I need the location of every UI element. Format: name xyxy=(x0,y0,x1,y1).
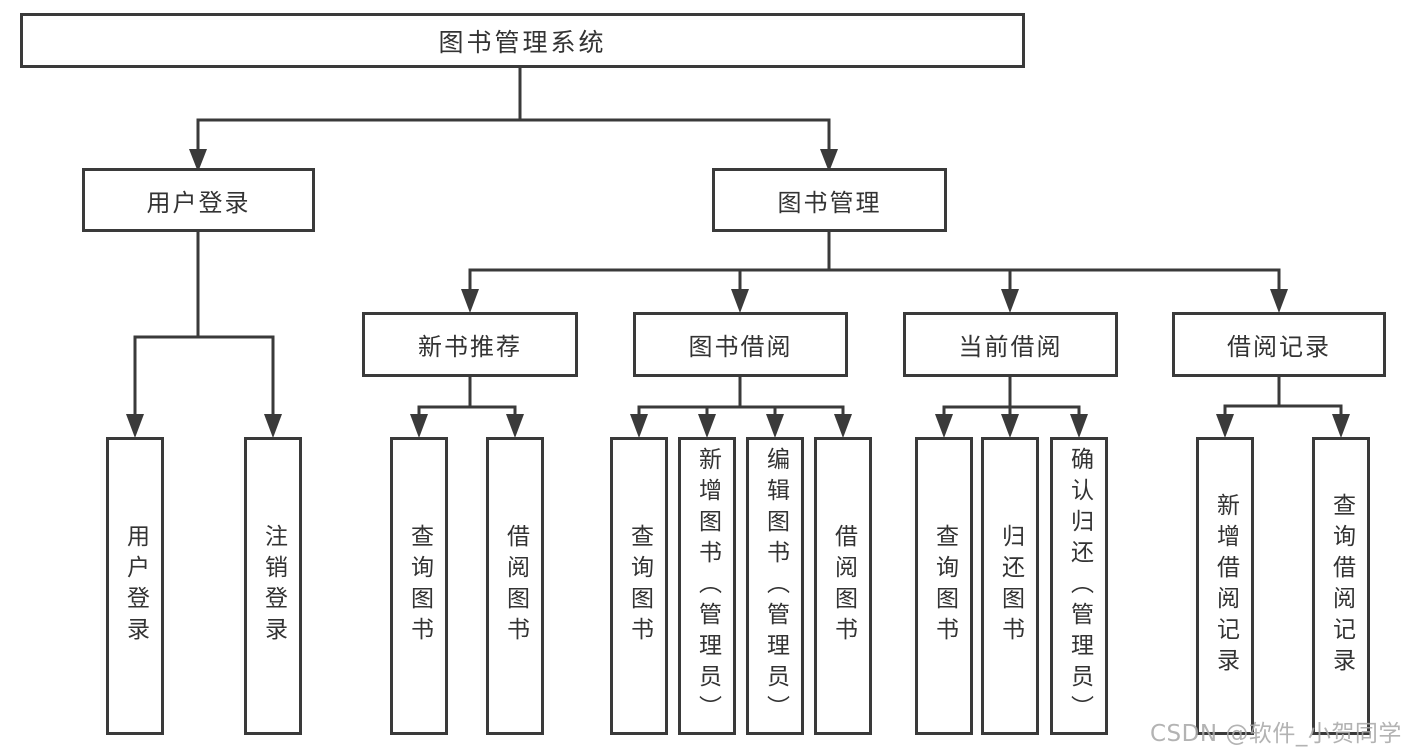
leaf-user-login: 用户登录 xyxy=(106,437,164,735)
leaf-edit-books-admin: 编辑图书（管理员） xyxy=(746,437,804,735)
node-label: 归还图书 xyxy=(997,524,1024,648)
node-label: 编辑图书（管理员） xyxy=(762,446,789,726)
leaf-query-books-current: 查询图书 xyxy=(915,437,973,735)
node-label: 查询图书 xyxy=(931,524,958,648)
leaf-query-borrow-record: 查询借阅记录 xyxy=(1312,437,1370,735)
leaf-return-books: 归还图书 xyxy=(981,437,1039,735)
node-label: 注销登录 xyxy=(260,524,287,648)
node-label: 图书借阅 xyxy=(688,333,793,361)
leaf-borrow-books-recommend: 借阅图书 xyxy=(486,437,544,735)
node-label: 借阅图书 xyxy=(502,524,529,648)
node-label: 当前借阅 xyxy=(958,333,1063,361)
node-label: 用户登录 xyxy=(122,524,149,648)
node-label: 借阅记录 xyxy=(1227,333,1331,361)
node-label: 借阅图书 xyxy=(830,524,857,648)
node-label: 新增借阅记录 xyxy=(1212,493,1239,679)
node-borrow-records: 借阅记录 xyxy=(1172,312,1386,377)
leaf-logout: 注销登录 xyxy=(244,437,302,735)
node-new-book-recommend: 新书推荐 xyxy=(362,312,578,377)
node-label: 新书推荐 xyxy=(418,333,522,361)
leaf-query-books-recommend: 查询图书 xyxy=(390,437,448,735)
node-label: 确认归还（管理员） xyxy=(1066,446,1093,726)
node-user-login: 用户登录 xyxy=(82,168,315,232)
node-book-management: 图书管理 xyxy=(712,168,947,232)
node-label: 查询图书 xyxy=(406,524,433,648)
node-current-borrow: 当前借阅 xyxy=(903,312,1118,377)
node-book-borrow: 图书借阅 xyxy=(633,312,848,377)
leaf-confirm-return-admin: 确认归还（管理员） xyxy=(1050,437,1108,735)
node-label: 图书管理 xyxy=(777,188,882,217)
leaf-query-books-borrow: 查询图书 xyxy=(610,437,668,735)
node-label: 查询借阅记录 xyxy=(1328,493,1355,679)
leaf-borrow-books: 借阅图书 xyxy=(814,437,872,735)
node-label: 图书管理系统 xyxy=(438,27,607,57)
arrowhead-icons xyxy=(126,149,1350,438)
node-label: 新增图书（管理员） xyxy=(694,446,721,726)
leaf-add-borrow-record: 新增借阅记录 xyxy=(1196,437,1254,735)
node-label: 查询图书 xyxy=(626,524,653,648)
node-label: 用户登录 xyxy=(146,188,251,217)
node-root-system: 图书管理系统 xyxy=(20,13,1025,68)
leaf-add-books-admin: 新增图书（管理员） xyxy=(678,437,736,735)
csdn-watermark: CSDN @软件_小贺同学 xyxy=(1150,721,1402,747)
